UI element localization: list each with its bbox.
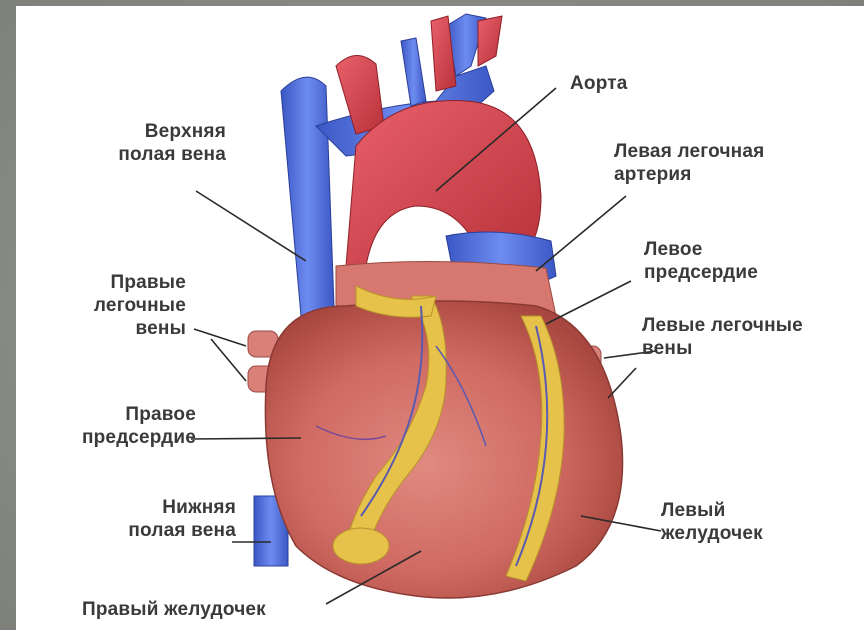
- leader-left-pv-2: [608, 368, 636, 398]
- label-right-ventricle: Правый желудочек: [82, 598, 266, 621]
- superior-vena-cava: [281, 77, 334, 316]
- leader-svc: [196, 191, 306, 261]
- leader-right-pv-1: [194, 329, 246, 346]
- label-left-ventricle: Левый желудочек: [661, 499, 763, 545]
- leader-right-pv-2: [211, 339, 246, 381]
- label-left-pulmonary-veins: Левые легочные вены: [642, 314, 803, 360]
- label-right-atrium: Правое предсердие: [26, 403, 196, 449]
- label-left-pulmonary-artery: Левая легочная артерия: [614, 140, 764, 186]
- label-aorta: Аорта: [570, 72, 628, 95]
- figure-panel: Аорта Верхняя полая вена Левая легочная …: [16, 6, 864, 630]
- subclavian-artery: [478, 16, 502, 66]
- label-superior-vena-cava: Верхняя полая вена: [56, 120, 226, 166]
- vein-branch-top: [401, 38, 426, 106]
- leader-left-pulmonary-artery: [536, 196, 626, 271]
- leader-right-atrium: [191, 438, 301, 439]
- label-right-pulmonary-veins: Правые легочные вены: [36, 271, 186, 340]
- leader-left-atrium: [546, 281, 631, 324]
- label-left-atrium: Левое предсердие: [644, 238, 758, 284]
- fat-apex: [333, 528, 389, 564]
- label-inferior-vena-cava: Нижняя полая вена: [66, 496, 236, 542]
